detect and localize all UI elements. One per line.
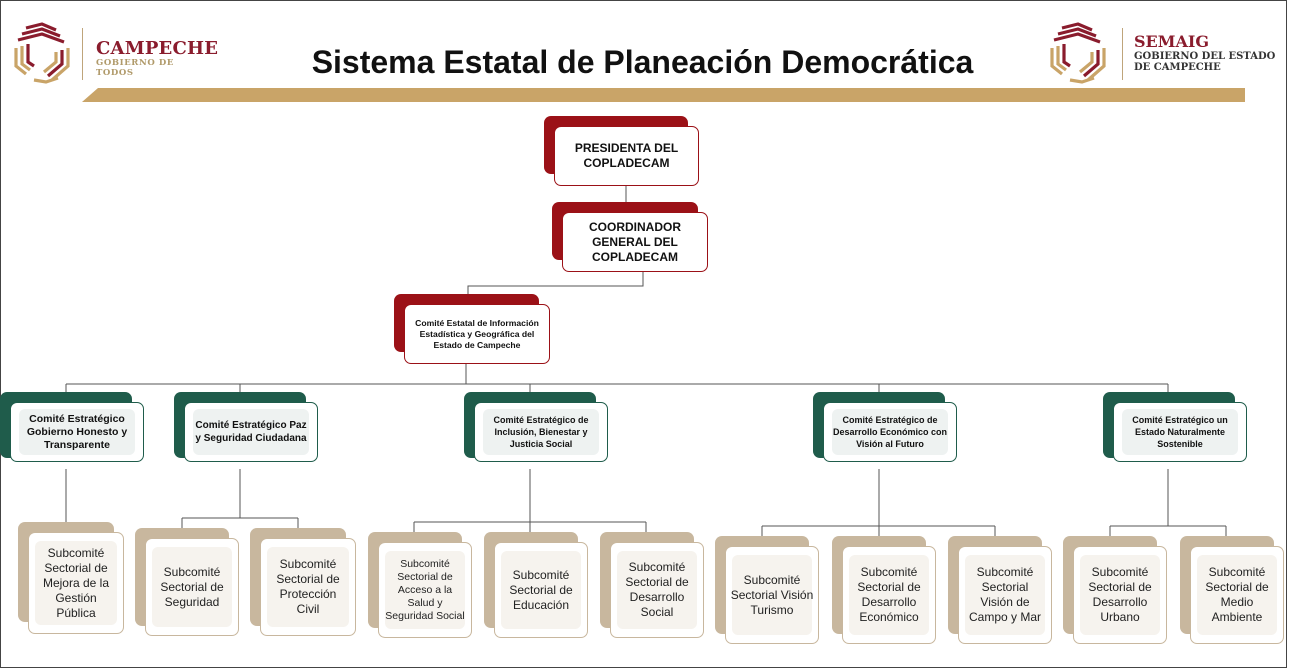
strategic-committee-label: Comité Estratégico de Desarrollo Económi…: [832, 415, 948, 449]
semaig-logo-tagline: GOBIERNO DEL ESTADO DE CAMPECHE: [1134, 51, 1276, 73]
subcommittee-label: Subcomité Sectorial de Acceso a la Salud…: [385, 557, 465, 622]
subcommittee-label: Subcomité Sectorial de Mejora de la Gest…: [42, 545, 110, 620]
subcommittee-label: Subcomité Sectorial de Desarrollo Social: [625, 560, 689, 619]
semaig-emblem-icon: [1050, 22, 1106, 84]
strategic-committee-label: Comité Estratégico Paz y Seguridad Ciuda…: [195, 420, 307, 444]
campeche-logo-tagline: GOBIERNO DE TODOS: [96, 58, 174, 78]
subcommittee-label: Subcomité Sectorial Visión de Campo y Ma…: [968, 565, 1042, 624]
strategic-committee-label: Comité Estratégico de Inclusión, Bienest…: [493, 415, 589, 449]
semaig-logo: SEMAIG GOBIERNO DEL ESTADO DE CAMPECHE: [1048, 22, 1280, 86]
strategic-committee-label: Comité Estratégico Gobierno Honesto y Tr…: [26, 412, 128, 451]
logo-divider: [1122, 28, 1123, 80]
subcommittee-label: Subcomité Sectorial de Medio Ambiente: [1205, 565, 1269, 624]
logo-divider: [82, 28, 83, 80]
gold-divider-bar: [82, 88, 1245, 102]
statistics-committee-label: Comité Estatal de Información Estadístic…: [415, 317, 539, 350]
coordinator-label: COORDINADOR GENERAL DEL COPLADECAM: [589, 219, 681, 264]
campeche-logo: CAMPECHE GOBIERNO DE TODOS: [12, 22, 218, 86]
subcommittee-label: Subcomité Sectorial de Educación: [509, 567, 573, 612]
strategic-committee-label: Comité Estratégico un Estado Naturalment…: [1132, 415, 1228, 449]
subcommittee-label: Subcomité Sectorial de Protección Civil: [276, 557, 340, 616]
subcommittee-label: Subcomité Sectorial Visión Turismo: [730, 572, 814, 617]
subcommittee-label: Subcomité Sectorial de Desarrollo Urbano: [1088, 565, 1152, 624]
subcommittee-label: Subcomité Sectorial de Seguridad: [160, 564, 224, 609]
campeche-logo-name: CAMPECHE: [96, 38, 219, 59]
president-label: PRESIDENTA DEL COPLADECAM: [574, 141, 679, 170]
campeche-emblem-icon: [14, 22, 70, 84]
subcommittee-label: Subcomité Sectorial de Desarrollo Económ…: [857, 565, 921, 624]
page-title: Sistema Estatal de Planeación Democrátic…: [311, 44, 974, 80]
semaig-logo-name: SEMAIG: [1134, 32, 1210, 51]
